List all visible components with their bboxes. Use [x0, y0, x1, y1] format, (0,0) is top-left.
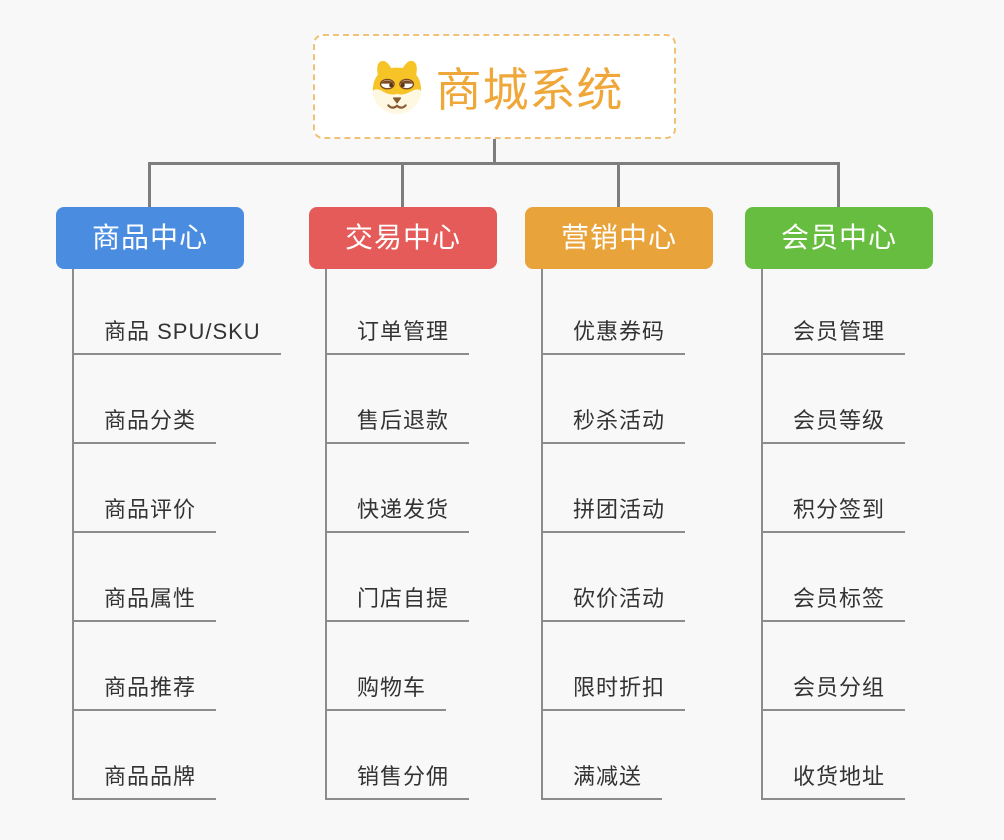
- child-topic[interactable]: 积分签到: [763, 444, 906, 533]
- child-topic[interactable]: 门店自提: [327, 533, 470, 622]
- child-topic[interactable]: 售后退款: [327, 355, 470, 444]
- connector-branch-stub: [401, 162, 404, 207]
- child-topic[interactable]: 商品品牌: [74, 711, 217, 800]
- child-topic[interactable]: 满减送: [543, 711, 663, 800]
- child-topic[interactable]: 秒杀活动: [543, 355, 686, 444]
- connector-root-stub: [493, 139, 496, 165]
- connector-branch-stub: [148, 162, 151, 207]
- branch-children: 优惠券码秒杀活动拼团活动砍价活动限时折扣满减送: [541, 269, 686, 800]
- child-topic[interactable]: 购物车: [327, 622, 447, 711]
- child-topic[interactable]: 订单管理: [327, 269, 470, 355]
- branch-column-4: 会员中心 会员管理会员等级积分签到会员标签会员分组收货地址: [745, 162, 933, 800]
- branch-children: 会员管理会员等级积分签到会员标签会员分组收货地址: [761, 269, 906, 800]
- connector-branch-stub: [837, 162, 840, 207]
- connector-horizontal-line: [149, 162, 840, 165]
- child-topic[interactable]: 会员等级: [763, 355, 906, 444]
- branch-column-2: 交易中心 订单管理售后退款快递发货门店自提购物车销售分佣: [309, 162, 497, 800]
- child-topic[interactable]: 砍价活动: [543, 533, 686, 622]
- connector-branch-stub: [617, 162, 620, 207]
- child-topic[interactable]: 商品评价: [74, 444, 217, 533]
- branch-node-4[interactable]: 会员中心: [745, 207, 933, 269]
- child-topic[interactable]: 会员标签: [763, 533, 906, 622]
- child-topic[interactable]: 会员管理: [763, 269, 906, 355]
- child-topic[interactable]: 销售分佣: [327, 711, 470, 800]
- child-topic[interactable]: 商品分类: [74, 355, 217, 444]
- child-topic[interactable]: 商品属性: [74, 533, 217, 622]
- child-topic[interactable]: 商品推荐: [74, 622, 217, 711]
- root-title: 商城系统: [435, 63, 624, 116]
- branch-node-3[interactable]: 营销中心: [525, 207, 713, 269]
- child-topic[interactable]: 优惠券码: [543, 269, 686, 355]
- dog-face-icon: [366, 58, 428, 116]
- child-topic[interactable]: 限时折扣: [543, 622, 686, 711]
- child-topic[interactable]: 商品 SPU/SKU: [74, 269, 281, 355]
- branch-node-2[interactable]: 交易中心: [309, 207, 497, 269]
- branch-children: 订单管理售后退款快递发货门店自提购物车销售分佣: [325, 269, 470, 800]
- child-topic[interactable]: 会员分组: [763, 622, 906, 711]
- branch-column-3: 营销中心 优惠券码秒杀活动拼团活动砍价活动限时折扣满减送: [525, 162, 713, 800]
- branch-node-1[interactable]: 商品中心: [56, 207, 244, 269]
- child-topic[interactable]: 收货地址: [763, 711, 906, 800]
- root-node[interactable]: 商城系统: [313, 34, 676, 139]
- child-topic[interactable]: 快递发货: [327, 444, 470, 533]
- child-topic[interactable]: 拼团活动: [543, 444, 686, 533]
